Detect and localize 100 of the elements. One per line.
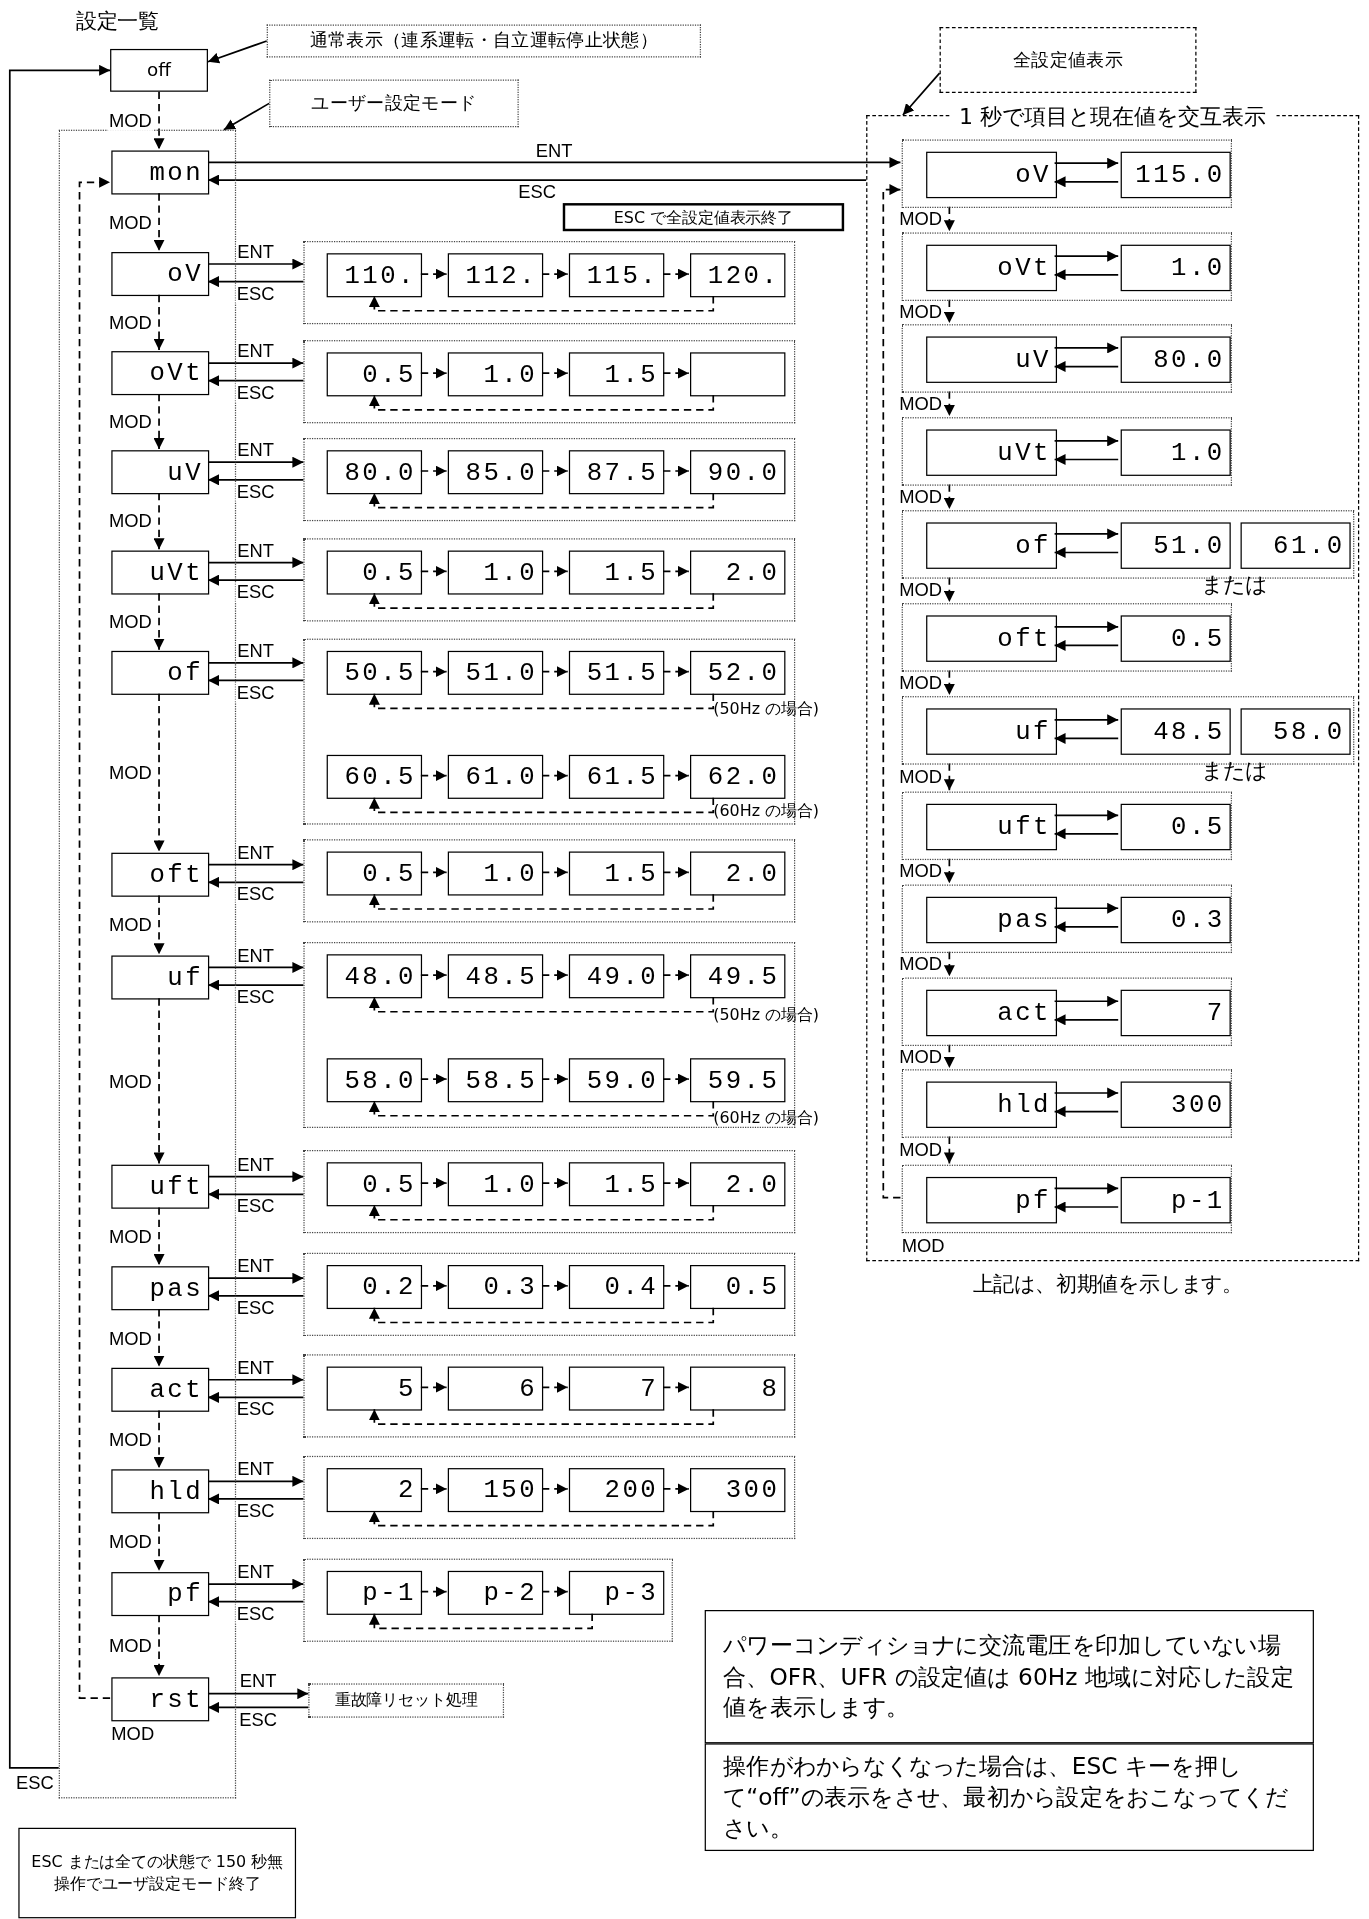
arrow xyxy=(420,465,448,477)
arrow xyxy=(207,174,868,186)
display-box xyxy=(447,253,544,298)
arrow xyxy=(153,192,165,252)
arrow xyxy=(420,770,448,782)
arrow xyxy=(368,1204,715,1221)
arrow xyxy=(541,465,569,477)
edge-label: ESC xyxy=(235,1604,276,1624)
arrow xyxy=(207,1391,305,1403)
arrow xyxy=(662,565,690,577)
arrow xyxy=(368,1510,715,1527)
display-text: 87.5 xyxy=(586,458,659,487)
arrow xyxy=(943,483,955,510)
arrow xyxy=(153,294,165,351)
arrow xyxy=(207,1374,305,1386)
arrow xyxy=(662,1177,690,1189)
arrow xyxy=(943,205,955,233)
display-box xyxy=(926,1176,1058,1224)
display-text: 60.5 xyxy=(344,762,416,791)
display-text: 2.0 xyxy=(725,558,780,587)
arrow xyxy=(420,1280,448,1292)
display-text: oft xyxy=(149,860,204,889)
display-text: 48.5 xyxy=(465,962,538,991)
arrow xyxy=(943,576,955,603)
display-text: uft xyxy=(149,1172,204,1201)
edge-label: ESC xyxy=(235,284,276,304)
display-box xyxy=(568,650,665,695)
arrow xyxy=(662,1073,690,1085)
display-text: 51.5 xyxy=(586,658,659,687)
arrow xyxy=(207,1578,305,1590)
display-box xyxy=(111,1572,210,1617)
display-text: 48.0 xyxy=(344,962,416,991)
condition-note: (50Hz の場合) xyxy=(713,1004,819,1026)
annotation-text: または xyxy=(1201,570,1268,599)
arrow xyxy=(153,1206,165,1266)
display-text: 1.0 xyxy=(483,859,538,888)
edge-label: ENT xyxy=(236,341,276,361)
display-text: pf xyxy=(1015,1186,1051,1215)
edge-label: ESC xyxy=(235,682,276,703)
display-text: 1.0 xyxy=(483,1170,538,1199)
display-text: 0.4 xyxy=(604,1272,659,1302)
edge-label: ESC xyxy=(235,1501,276,1521)
note-box xyxy=(308,1683,505,1718)
display-text: 59.0 xyxy=(586,1066,659,1095)
display-box xyxy=(568,1468,665,1513)
arrow xyxy=(207,456,305,468)
arrow xyxy=(207,1688,310,1700)
arrow xyxy=(420,1483,448,1495)
arrow xyxy=(207,674,305,686)
display-text: 1.0 xyxy=(483,360,538,389)
arrow xyxy=(153,692,165,853)
arrow xyxy=(420,565,448,577)
edge-label: ESC xyxy=(235,1399,276,1420)
display-text: 48.5 xyxy=(1153,717,1225,746)
display-text: uft xyxy=(997,812,1051,842)
arrow xyxy=(541,969,569,981)
display-text: 112. xyxy=(465,261,538,290)
display-text: p-1 xyxy=(1171,1186,1225,1215)
arrow xyxy=(420,969,448,981)
arrow xyxy=(541,666,569,678)
edge-label: ENT xyxy=(236,540,276,561)
display-text: 80.0 xyxy=(344,458,416,487)
row-frame xyxy=(901,232,1232,301)
display-text: 58.5 xyxy=(465,1066,538,1095)
condition-note: (50Hz の場合) xyxy=(713,698,819,721)
display-text: hld xyxy=(997,1090,1051,1119)
edge-label: ENT xyxy=(236,842,276,863)
display-box xyxy=(447,650,544,695)
arrow xyxy=(153,1308,165,1368)
display-text: uVt xyxy=(149,558,204,587)
group-frame xyxy=(303,340,796,424)
display-text: 2 xyxy=(398,1476,416,1505)
arrow xyxy=(943,1135,955,1165)
display-text: pas xyxy=(149,1274,204,1303)
display-text: 51.0 xyxy=(1153,531,1225,560)
arrow xyxy=(541,866,569,878)
arrow xyxy=(368,692,715,710)
note-text: 重故障リセット処理 xyxy=(333,1690,479,1712)
display-box xyxy=(447,550,544,595)
display-text: 200 xyxy=(604,1476,659,1505)
display-box xyxy=(326,650,423,695)
display-text: 2.0 xyxy=(725,859,780,888)
display-text: 58.0 xyxy=(1273,717,1345,746)
display-text: act xyxy=(997,998,1051,1028)
display-text: uVt xyxy=(997,438,1051,467)
arrow xyxy=(662,866,690,878)
display-box xyxy=(568,1570,665,1615)
display-text: hld xyxy=(149,1477,204,1506)
display-text: 110. xyxy=(344,261,416,290)
display-text: 2.0 xyxy=(725,1170,780,1199)
display-text: pas xyxy=(997,905,1051,935)
arrow xyxy=(943,669,955,696)
note-text: 操作がわからなくなった場合は、ESC キーを押して“off”の表示をさせ、最初から設定をおこなってください。 xyxy=(722,1750,1290,1843)
arrow xyxy=(541,1586,569,1598)
display-text: 8 xyxy=(761,1374,780,1403)
arrow xyxy=(207,258,305,270)
arrow xyxy=(368,796,715,814)
display-text: 0.3 xyxy=(483,1272,538,1302)
display-text: 59.5 xyxy=(707,1066,780,1095)
display-text: rst xyxy=(149,1685,204,1714)
